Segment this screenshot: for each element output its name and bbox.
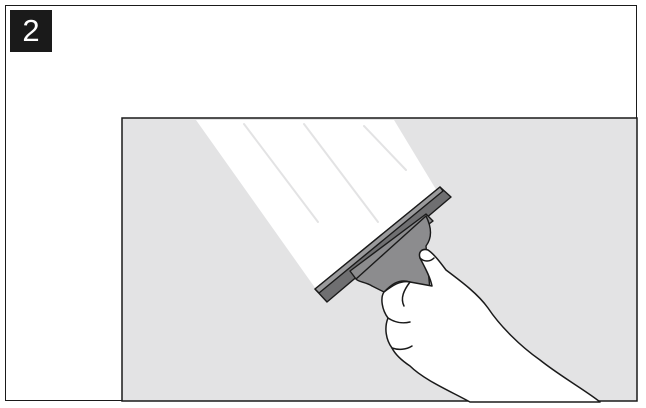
step-number-badge: 2 <box>10 10 52 52</box>
